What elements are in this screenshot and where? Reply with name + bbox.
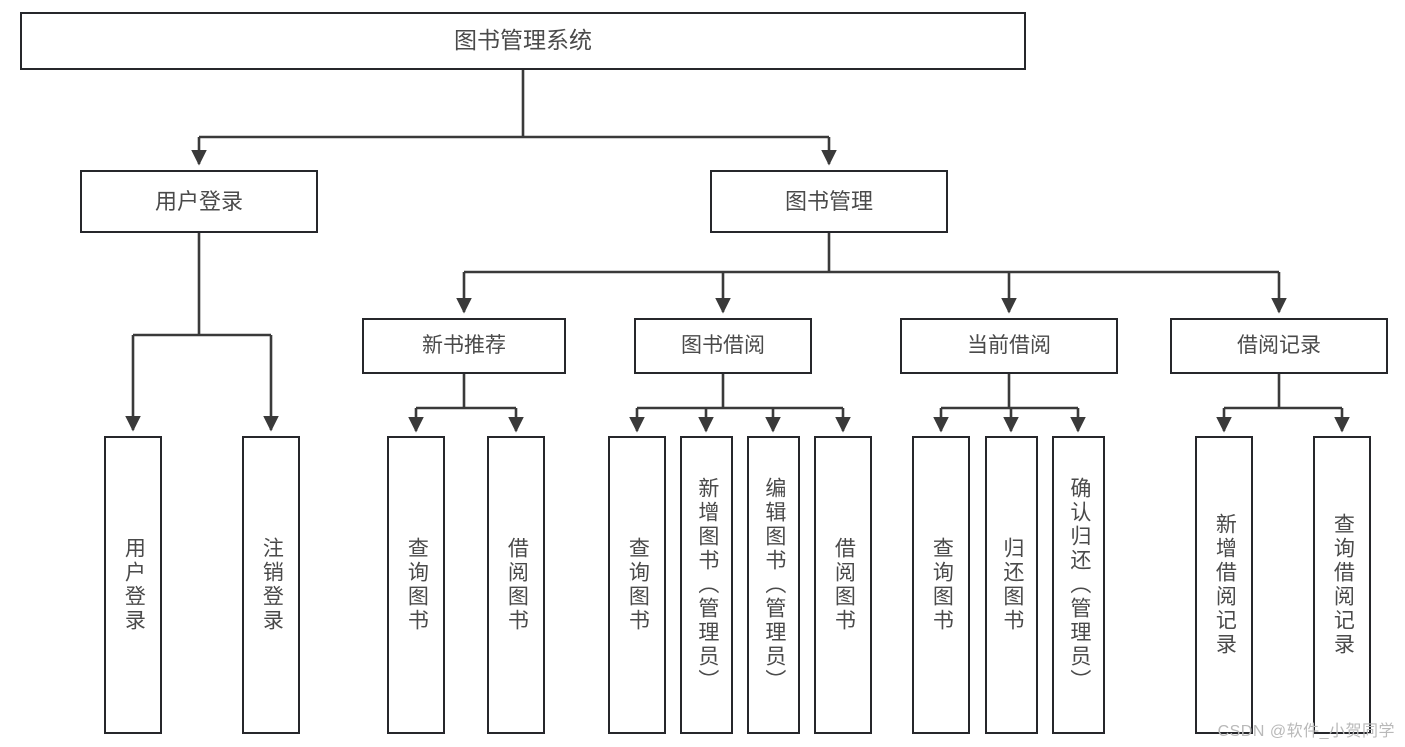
leaf-borrow-book-new[interactable]: 借阅图书 — [487, 436, 545, 734]
node-label: 用户登录 — [154, 188, 243, 214]
node-label: 查询图书 — [930, 537, 954, 633]
leaf-borrow-book[interactable]: 借阅图书 — [814, 436, 872, 734]
node-label: 图书借阅 — [681, 333, 765, 357]
node-label: 借阅图书 — [832, 537, 856, 633]
leaf-user-login[interactable]: 用户登录 — [104, 436, 162, 734]
node-new-book-recommend[interactable]: 新书推荐 — [362, 318, 566, 374]
node-borrow-record[interactable]: 借阅记录 — [1170, 318, 1388, 374]
node-label: 归还图书 — [1000, 537, 1024, 633]
leaf-confirm-return-admin[interactable]: 确认归还（管理员） — [1052, 436, 1105, 734]
node-label: 查询借阅记录 — [1331, 513, 1355, 657]
node-current-borrow[interactable]: 当前借阅 — [900, 318, 1118, 374]
node-label: 新增图书（管理员） — [695, 477, 719, 693]
leaf-query-book-new[interactable]: 查询图书 — [387, 436, 445, 734]
node-label: 注销登录 — [260, 537, 284, 633]
node-root-book-management-system[interactable]: 图书管理系统 — [20, 12, 1026, 70]
node-label: 当前借阅 — [967, 333, 1051, 357]
leaf-query-book-borrow[interactable]: 查询图书 — [608, 436, 666, 734]
leaf-add-borrow-record[interactable]: 新增借阅记录 — [1195, 436, 1253, 734]
node-book-borrow[interactable]: 图书借阅 — [634, 318, 812, 374]
node-label: 查询图书 — [405, 537, 429, 633]
node-label: 查询图书 — [626, 537, 650, 633]
node-book-management[interactable]: 图书管理 — [710, 170, 948, 233]
node-label: 新增借阅记录 — [1213, 513, 1237, 657]
node-label: 确认归还（管理员） — [1067, 477, 1091, 693]
leaf-return-book[interactable]: 归还图书 — [985, 436, 1038, 734]
csdn-watermark: CSDN @软件_小贺同学 — [1217, 723, 1395, 740]
leaf-query-book-current[interactable]: 查询图书 — [912, 436, 970, 734]
node-label: 用户登录 — [122, 537, 146, 633]
node-label: 图书管理 — [784, 188, 873, 214]
leaf-add-book-admin[interactable]: 新增图书（管理员） — [680, 436, 733, 734]
node-label: 借阅记录 — [1237, 333, 1321, 357]
leaf-logout[interactable]: 注销登录 — [242, 436, 300, 734]
leaf-edit-book-admin[interactable]: 编辑图书（管理员） — [747, 436, 800, 734]
node-user-login[interactable]: 用户登录 — [80, 170, 318, 233]
node-label: 借阅图书 — [505, 537, 529, 633]
leaf-query-borrow-record[interactable]: 查询借阅记录 — [1313, 436, 1371, 734]
node-label: 新书推荐 — [422, 333, 506, 357]
node-label: 图书管理系统 — [454, 27, 592, 54]
node-label: 编辑图书（管理员） — [762, 477, 786, 693]
